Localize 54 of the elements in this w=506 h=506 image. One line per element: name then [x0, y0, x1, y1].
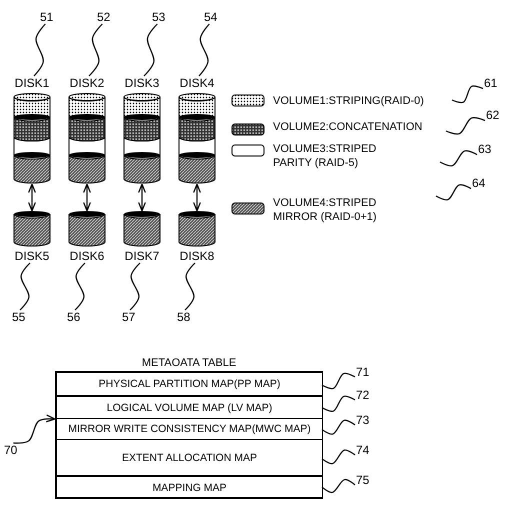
leader-line [144, 24, 158, 76]
disk-label: DISK4 [178, 76, 216, 90]
leader-line [88, 24, 103, 76]
table-row: MAPPING MAP [55, 475, 323, 497]
double-arrow [83, 184, 91, 212]
callout-number: 64 [472, 176, 486, 190]
leader-line [74, 262, 86, 310]
leader-line [130, 262, 140, 310]
callout-number: 63 [478, 142, 492, 156]
leader-line [322, 420, 356, 435]
leader-arrow [13, 414, 56, 444]
disk-label: DISK5 [14, 249, 50, 263]
callout-number: 56 [67, 310, 80, 324]
legend-label: VOLUME4:STRIPED MIRROR (RAID-0+1) [273, 196, 378, 224]
callout-number: 72 [356, 388, 370, 402]
legend-label: VOLUME2:CONCATENATION [273, 120, 424, 134]
table-title: METAOATA TABLE [140, 356, 238, 371]
callout-number: 53 [152, 10, 166, 24]
double-arrow [138, 184, 146, 212]
callout-number: 61 [484, 76, 498, 90]
double-arrow [193, 184, 201, 212]
table-row: LOGICAL VOLUME MAP (LV MAP) [55, 395, 323, 418]
leader-line [198, 24, 210, 76]
callout-number: 62 [486, 108, 500, 122]
callout-number: 58 [177, 310, 190, 324]
leader-line [322, 372, 356, 390]
leader-line [184, 262, 196, 310]
callout-number: 54 [204, 10, 218, 24]
legend-label: VOLUME1:STRIPING(RAID-0) [273, 94, 425, 108]
callout-number: 55 [12, 310, 26, 324]
callout-number: 74 [356, 443, 370, 457]
callout-number: 71 [356, 365, 370, 379]
leader-line [322, 478, 356, 494]
leader-line [34, 24, 46, 76]
callout-number: 75 [356, 473, 370, 487]
disk-label: DISK2 [68, 76, 106, 90]
callout-number: 52 [97, 10, 110, 24]
table-row: MIRROR WRITE CONSISTENCY MAP(MWC MAP) [55, 418, 323, 439]
leader-line [446, 117, 486, 135]
disk-label: DISK1 [14, 76, 50, 90]
disk-label: DISK8 [178, 249, 216, 263]
leader-line [440, 150, 478, 166]
disk-label: DISK7 [124, 249, 160, 263]
disk-label: DISK6 [68, 249, 106, 263]
callout-number: 57 [122, 310, 136, 324]
callout-number: 73 [356, 413, 370, 427]
callout-number: 70 [4, 443, 18, 457]
callout-number: 51 [40, 10, 54, 24]
legend-label: VOLUME3:STRIPED PARITY (RAID-5) [273, 142, 378, 170]
table-row: EXTENT ALLOCATION MAP [55, 439, 323, 475]
double-arrow [28, 184, 36, 212]
disk-label: DISK3 [124, 76, 160, 90]
leader-line [20, 262, 30, 310]
table-row: PHYSICAL PARTITION MAP(PP MAP) [55, 373, 323, 395]
